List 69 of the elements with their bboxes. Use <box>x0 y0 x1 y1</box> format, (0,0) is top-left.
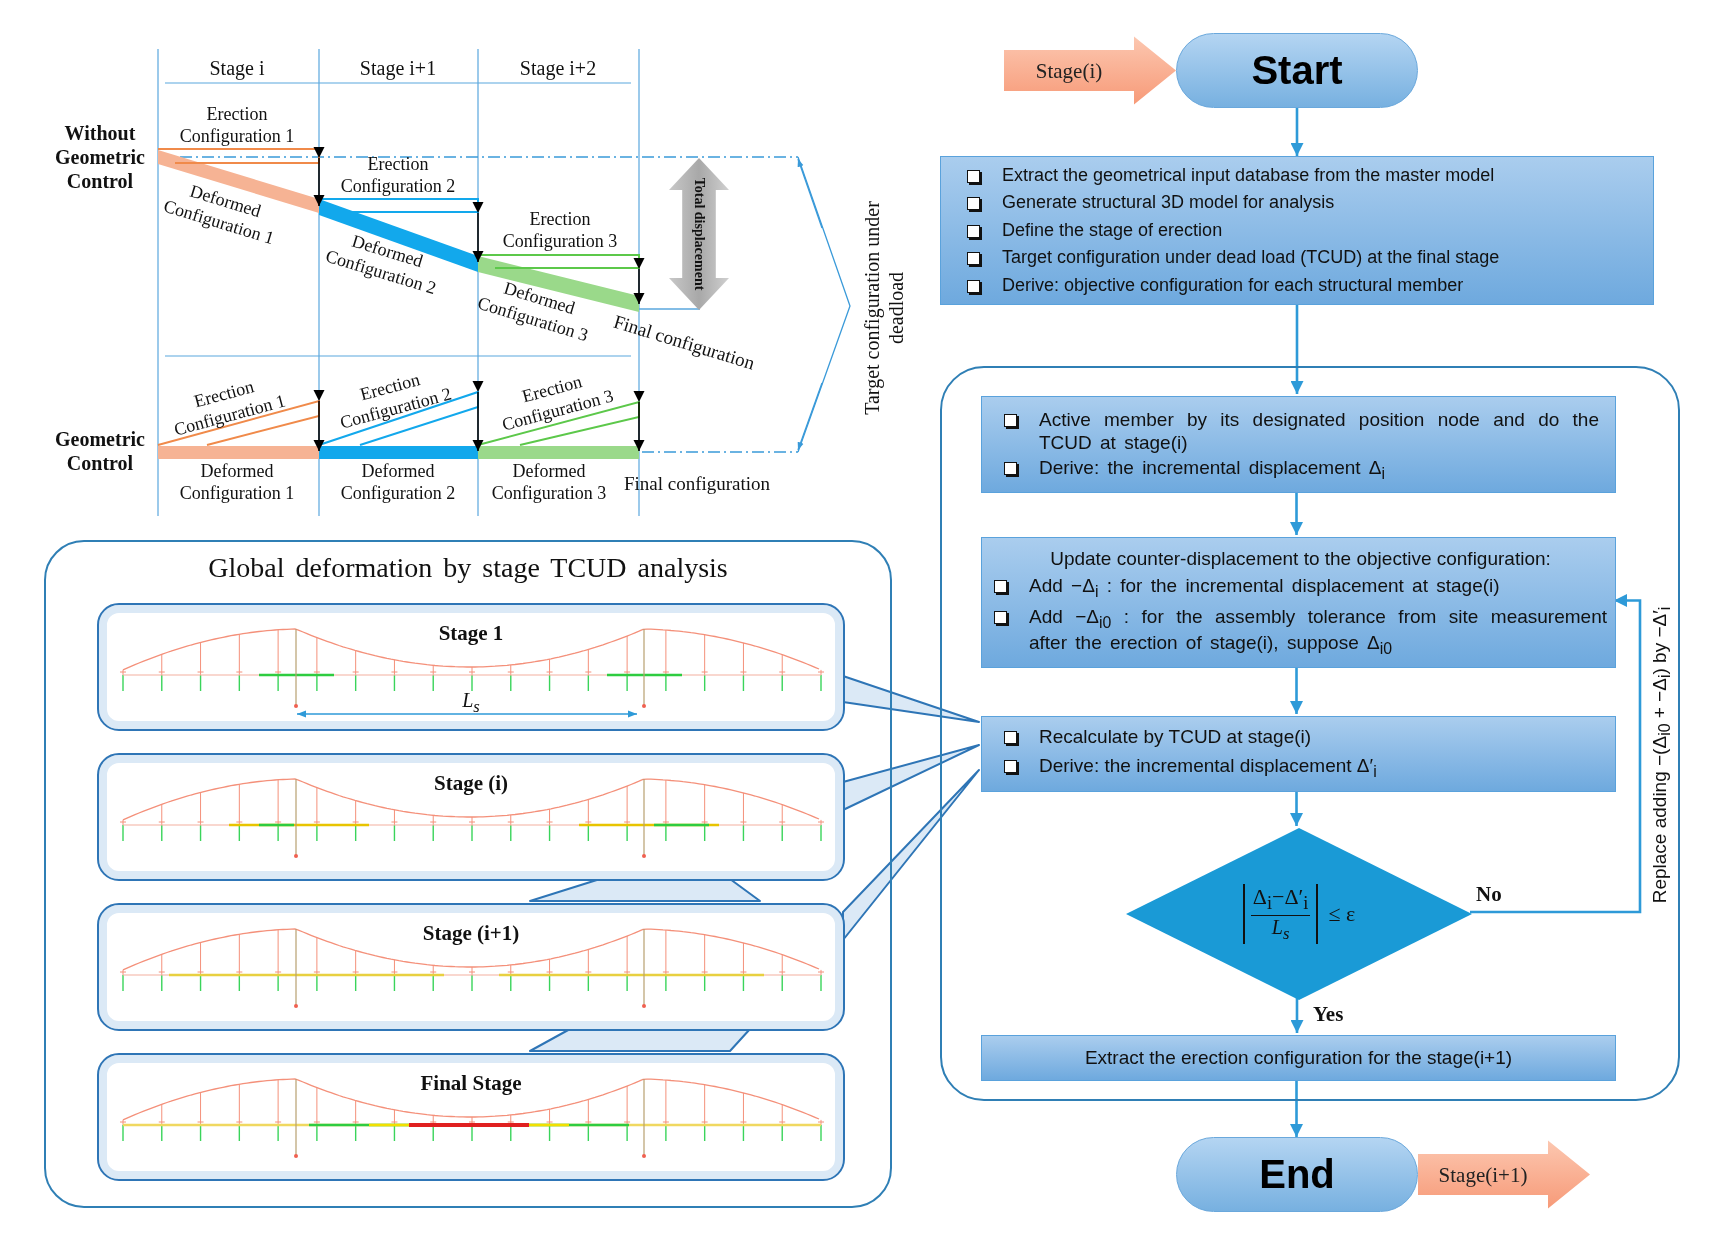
step-text: Add −Δ$_{i0}$ : for the assembly tolerance from site measurement after the erection of stage(i), suppose Δ$_{i0}$ <box>1029 605 1607 660</box>
process-box <box>940 156 1654 305</box>
arrow <box>1470 594 1642 914</box>
step-text: Extract the geometrical input database from the master model <box>1002 164 1496 187</box>
process-box <box>981 1035 1616 1081</box>
block-arrow <box>1418 1140 1590 1209</box>
group-frame <box>44 540 892 1208</box>
step-text: Generate structural 3D model for analysis <box>1002 192 1336 214</box>
callout-wedge <box>842 675 980 723</box>
annotation-text: Without Geometric Control <box>54 121 146 193</box>
arrow <box>1290 790 1303 826</box>
step-text: Derive: objective configuration for each structural member <box>1002 274 1465 297</box>
stage-panel <box>97 1053 845 1181</box>
arrow <box>1290 998 1304 1033</box>
step-text: Add −Δ$_{i}$ : for the incremental displacement at stage(i) <box>1029 574 1501 602</box>
annotation-text: Deformed Configuration 3 <box>490 461 608 505</box>
annotation-text: Geometric Control <box>54 427 146 475</box>
group-title: Global deformation by stage TCUD analysis <box>207 552 729 584</box>
annotation-text: Stage i+2 <box>518 56 598 80</box>
process-box <box>981 537 1616 668</box>
process-box <box>981 396 1616 493</box>
shape-text: Total displacement <box>691 176 708 293</box>
double-arrow-shape <box>669 158 729 310</box>
annotation-text: Target configuration under deadload <box>860 200 908 417</box>
loop-frame <box>940 366 1680 1101</box>
panel-title: Stage 1 <box>438 621 504 646</box>
annotation-text: Erection Configuration 3 <box>501 209 619 253</box>
step-text: Update counter-displacement to the objective configuration: <box>1049 547 1552 571</box>
annotation-text: Erection Configuration 2 <box>339 154 457 198</box>
callout-wedge <box>529 878 761 902</box>
annotation-text: L$_{s}$ <box>461 687 481 717</box>
annotation-text: Erection Configuration 1 <box>178 104 296 148</box>
fraction-denominator: L$_{s}$ <box>1271 915 1290 944</box>
arrow <box>1290 305 1304 394</box>
terminal-text: End <box>1259 1152 1335 1197</box>
callout-wedge <box>842 744 980 811</box>
panel-title: Stage (i+1) <box>422 921 520 946</box>
annotation-text: Final configuration <box>622 472 772 496</box>
arrow <box>1290 491 1303 535</box>
arrow-text: Stage(i) <box>1035 58 1103 83</box>
inequality-text: ≤ ε <box>1328 901 1356 927</box>
arrow <box>1290 1079 1303 1137</box>
decision-diamond <box>1126 828 1472 1000</box>
step-text: Derive: the incremental displacement Δ′$_{i}$ <box>1039 755 1378 782</box>
step-text: Extract the erection configuration for the stage(i+1) <box>1083 1046 1514 1070</box>
step-text: Active member by its designated position node and do the TCUD at stage(i) <box>1039 409 1599 455</box>
annotation-text: Stage i <box>208 56 266 80</box>
callout-wedge <box>842 769 980 941</box>
terminal-text: Start <box>1251 48 1343 93</box>
annotation-text: Stage i+1 <box>358 56 438 80</box>
block-arrow <box>1004 36 1176 105</box>
panel-title: Final Stage <box>420 1071 522 1096</box>
terminal-shape <box>1176 1137 1418 1212</box>
annotation-text: Deformed Configuration 2 <box>339 461 457 505</box>
process-box <box>981 716 1616 792</box>
step-text: Recalculate by TCUD at stage(i) <box>1039 726 1313 749</box>
panel-title: Stage (i) <box>433 771 509 796</box>
stage-panel <box>97 903 845 1031</box>
fraction-numerator: Δ$_{i}$−Δ′$_{i}$ <box>1250 884 1311 916</box>
step-text: Target configuration under dead load (TCUD) at the final stage <box>1002 247 1501 269</box>
stage-panel <box>97 753 845 881</box>
arrow <box>1290 666 1303 714</box>
arrow-text: Stage(i+1) <box>1438 1162 1528 1187</box>
stage-panel <box>97 603 845 731</box>
arrow <box>1290 108 1304 156</box>
step-text: Derive: the incremental displacement Δ$_{i}$ <box>1039 456 1387 484</box>
step-text: Define the stage of erection <box>1002 219 1224 242</box>
annotation-text: Deformed Configuration 1 <box>178 461 296 505</box>
callout-wedge <box>529 1028 751 1052</box>
